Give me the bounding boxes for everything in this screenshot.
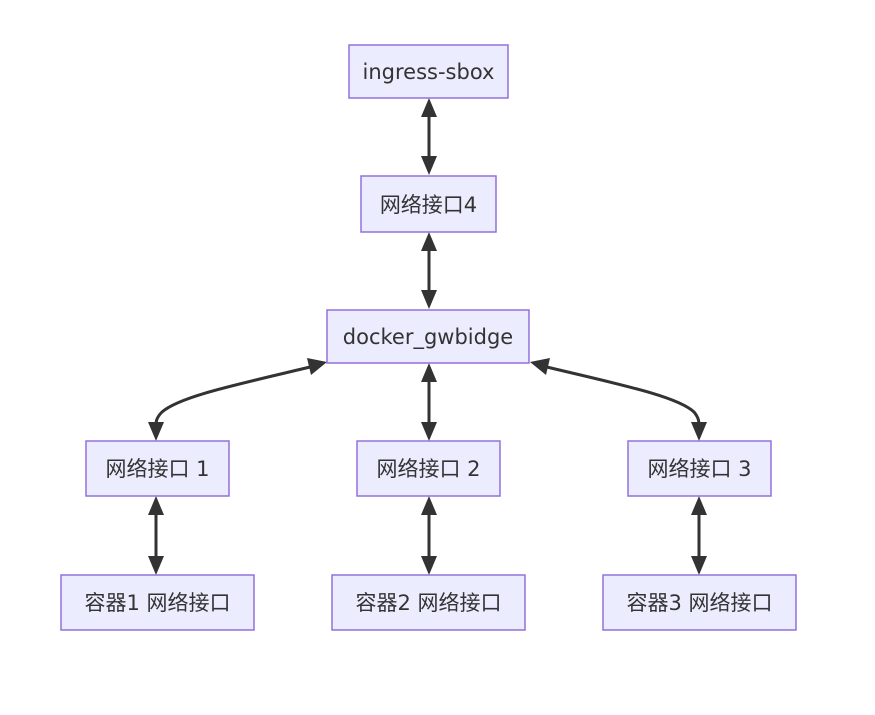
arrow-head-bridge: [307, 358, 327, 375]
edge-if4-bridge: [421, 232, 437, 309]
node-interface-4: 网络接口4: [360, 175, 497, 233]
edge-bridge-if1: [148, 358, 327, 441]
arrow-head-up: [421, 232, 437, 251]
arrow-head-up: [421, 98, 437, 117]
node-interface-3: 网络接口 3: [627, 440, 772, 497]
node-label: ingress-sbox: [363, 60, 495, 84]
arrow-head-up: [148, 496, 164, 515]
edge-ingress-if4: [421, 98, 437, 175]
node-label: 容器3 网络接口: [626, 591, 772, 615]
arrow-head-down: [421, 156, 437, 175]
arrow-head-up: [421, 363, 437, 382]
arrow-head-up: [691, 496, 707, 515]
node-label: 网络接口4: [380, 193, 477, 217]
node-interface-2: 网络接口 2: [356, 440, 501, 497]
arrow-head-down: [421, 290, 437, 309]
edge-bridge-if2: [421, 363, 437, 441]
node-ingress-sbox: ingress-sbox: [348, 44, 509, 99]
nodes: ingress-sbox 网络接口4 docker_gwbidge 网络接口 1…: [60, 44, 797, 631]
arrow-head-down: [148, 556, 164, 575]
node-label: 容器1 网络接口: [84, 591, 230, 615]
arrow-head-bridge: [530, 358, 550, 375]
edge-if2-c2: [421, 496, 437, 575]
arrow-head-down: [691, 556, 707, 575]
arrow-head-if3: [691, 422, 707, 441]
node-interface-1: 网络接口 1: [85, 440, 230, 497]
node-container-1-interface: 容器1 网络接口: [60, 574, 255, 631]
node-docker-gwbridge: docker_gwbidge: [326, 309, 530, 364]
node-label: 网络接口 3: [647, 457, 751, 481]
arrow-head-down: [421, 556, 437, 575]
edge-if1-c1: [148, 496, 164, 575]
node-label: 网络接口 2: [376, 457, 480, 481]
node-label: docker_gwbidge: [343, 325, 513, 350]
node-container-2-interface: 容器2 网络接口: [331, 574, 526, 631]
node-container-3-interface: 容器3 网络接口: [602, 574, 797, 631]
arrow-head-down: [421, 422, 437, 441]
arrow-head-up: [421, 496, 437, 515]
edge-if3-c3: [691, 496, 707, 575]
node-label: 网络接口 1: [105, 457, 209, 481]
edges: [148, 98, 707, 575]
node-label: 容器2 网络接口: [355, 591, 501, 615]
edge-bridge-if3: [530, 358, 707, 441]
arrow-head-if1: [148, 422, 164, 441]
